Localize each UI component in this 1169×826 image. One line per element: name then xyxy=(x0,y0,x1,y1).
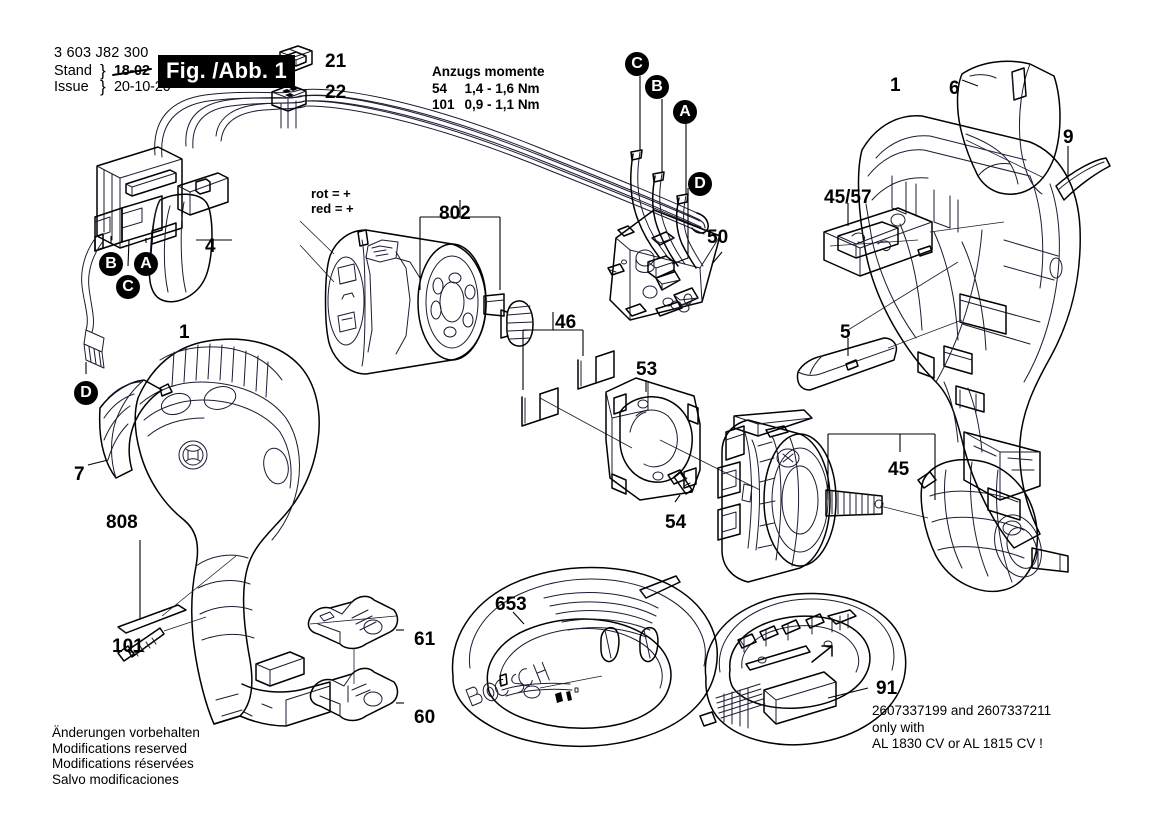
letter-marker-c: C xyxy=(116,275,140,299)
issue-label: Issue xyxy=(54,79,89,95)
callout-802: 802 xyxy=(439,203,471,224)
gear-bracket-53-art xyxy=(606,378,760,500)
callout-653: 653 xyxy=(495,594,527,615)
screw-54-art xyxy=(668,470,692,502)
letter-marker-a: A xyxy=(673,100,697,124)
callout-7: 7 xyxy=(74,464,85,485)
callout-5: 5 xyxy=(840,322,851,343)
letter-marker-b: B xyxy=(645,75,669,99)
callout-46: 46 xyxy=(555,312,577,333)
footer-line-de: Änderungen vorbehalten xyxy=(52,725,200,740)
torque-value: 0,9 - 1,1 Nm xyxy=(464,97,540,112)
housing-half-left-art xyxy=(135,339,330,726)
callout-21: 21 xyxy=(325,51,347,72)
clip-46-art xyxy=(522,312,632,448)
letter-marker-c: C xyxy=(625,52,649,76)
callout-45-57: 45/57 xyxy=(824,187,872,208)
connector-22-art xyxy=(272,85,306,128)
cover-7-art xyxy=(88,380,172,478)
letter-marker-d: D xyxy=(688,172,712,196)
housing-half-right-art xyxy=(830,116,1080,548)
callout-1: 1 xyxy=(890,75,901,96)
strip-808-art xyxy=(118,540,236,633)
battery-compatibility-note: 2607337199 and 2607337211 only with AL 1… xyxy=(872,703,1051,753)
brace-top: } xyxy=(100,61,106,80)
callout-61: 61 xyxy=(414,629,436,650)
torque-heading: Anzugs momente xyxy=(432,64,545,79)
callout-91: 91 xyxy=(876,678,898,699)
callout-45: 45 xyxy=(888,459,910,480)
torque-item: 54 xyxy=(432,80,448,96)
battery-note-line-1: 2607337199 and 2607337211 xyxy=(872,703,1052,718)
callout-9: 9 xyxy=(1063,127,1074,148)
stand-label: Stand xyxy=(54,63,92,79)
figure-tag: Fig. /Abb. 1 xyxy=(158,55,295,88)
polarity-note: rot = + red = + xyxy=(311,186,354,216)
contact-plate-61-art xyxy=(308,596,404,648)
gearbox-45-art xyxy=(718,410,935,582)
torque-value: 1,4 - 1,6 Nm xyxy=(464,80,540,96)
charger-653-art xyxy=(453,568,718,747)
letter-marker-d: D xyxy=(74,381,98,405)
pcb-50-art xyxy=(608,76,722,320)
polarity-line-de: rot = + xyxy=(311,186,351,201)
torque-row: 101 0,9 - 1,1 Nm xyxy=(432,97,540,114)
callout-1: 1 xyxy=(179,322,190,343)
footer-line-es: Salvo modificaciones xyxy=(52,771,179,787)
torque-row: 54 1,4 - 1,6 Nm xyxy=(432,81,540,98)
document-revision-block: Stand} 18-02 Issue} 20-10-20 xyxy=(54,61,171,96)
brace-bottom: } xyxy=(100,77,106,96)
document-part-number: 3 603 J82 300 xyxy=(54,45,149,61)
polarity-line-en: red = + xyxy=(311,201,354,216)
modifications-reserved-note: Änderungen vorbehalten Modifications res… xyxy=(52,725,200,787)
letter-marker-a: A xyxy=(134,252,158,276)
callout-60: 60 xyxy=(414,707,436,728)
strip-5-art xyxy=(798,320,963,390)
torque-item: 101 xyxy=(432,97,455,112)
callout-50: 50 xyxy=(707,227,729,248)
motor-802-art xyxy=(300,200,533,374)
callout-6: 6 xyxy=(949,78,960,99)
contact-plate-60-art xyxy=(310,648,404,721)
screw-101-art xyxy=(118,617,206,661)
callout-22: 22 xyxy=(325,82,347,103)
footer-line-fr: Modifications réservées xyxy=(52,756,194,771)
plate-45-57-art xyxy=(824,203,1004,276)
battery-note-line-2: only with xyxy=(872,719,925,735)
current-date: 20-10-20 xyxy=(114,79,171,95)
battery-91-art xyxy=(700,593,906,744)
footer-line-en: Modifications reserved xyxy=(52,740,188,756)
letter-marker-b: B xyxy=(99,252,123,276)
cap-6-art xyxy=(958,61,1061,194)
callout-54: 54 xyxy=(665,512,687,533)
callout-53: 53 xyxy=(636,359,658,380)
torque-table: 54 1,4 - 1,6 Nm 101 0,9 - 1,1 Nm xyxy=(432,81,540,114)
sticker-9-art xyxy=(1056,146,1110,200)
battery-note-line-3: AL 1830 CV or AL 1815 CV ! xyxy=(872,736,1043,751)
callout-808: 808 xyxy=(106,512,138,533)
superseded-date: 18-02 xyxy=(114,63,150,79)
callout-101: 101 xyxy=(112,636,144,657)
callout-4: 4 xyxy=(205,236,216,257)
torque-spec-block: Anzugs momente 54 1,4 - 1,6 Nm 101 0,9 -… xyxy=(432,64,545,114)
